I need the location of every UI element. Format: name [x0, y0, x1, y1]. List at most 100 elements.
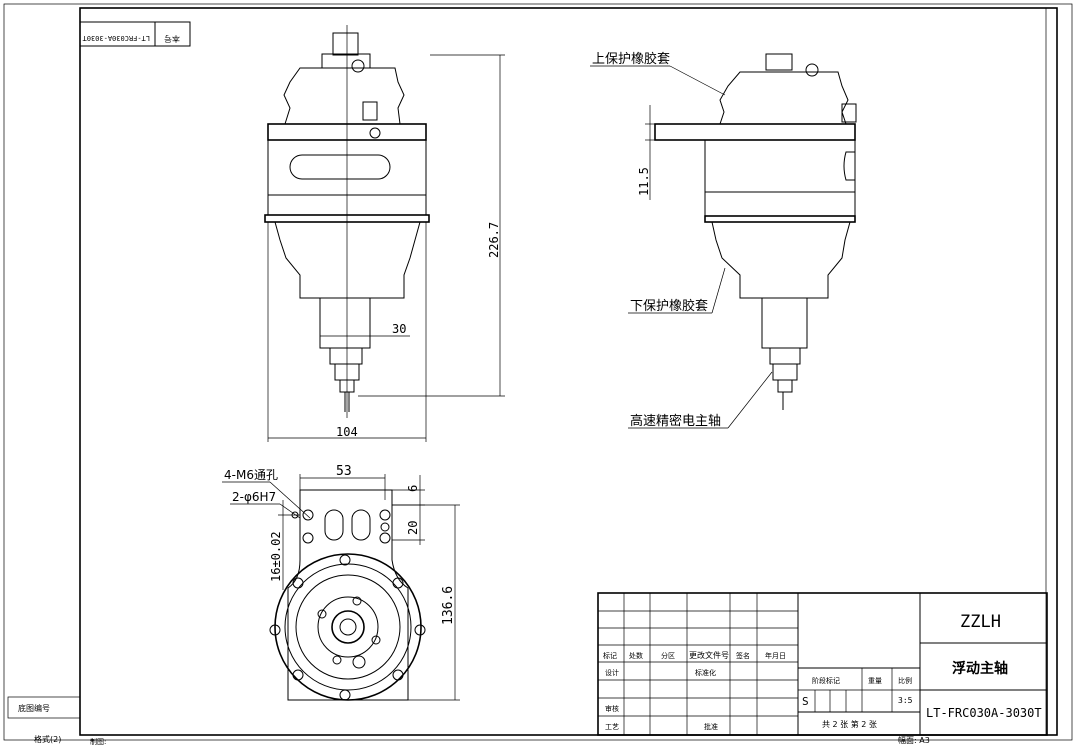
base-no-label: 底图编号 [18, 703, 50, 713]
front-top-cap [321, 53, 371, 69]
bottom-bolt-hole [379, 509, 391, 521]
tb-sheets: 共 2 张 第 2 张 [822, 719, 877, 729]
bottom-spindle-bore [339, 618, 357, 636]
bottom-inner-hole [317, 609, 327, 619]
front-spindle-shank [319, 297, 371, 349]
tb-header: 处数 [629, 651, 643, 660]
base-no-cell [7, 696, 81, 719]
bottom-flange-hole [292, 669, 304, 681]
bottom-bolt-hole [379, 532, 391, 544]
bottom-ring-3 [317, 596, 379, 658]
side-collet-nut [772, 363, 798, 381]
bottom-flange-hole [392, 669, 404, 681]
left-strip: 底图编号 [7, 696, 81, 719]
tb-scale: 3:5 [898, 696, 913, 705]
tb-row-standard: 标准化 [695, 668, 716, 677]
side-upper-boot [719, 71, 849, 125]
title-block: 标记 处数 分区 更改文件号 签名 年月日 设计 标准化 审核 工艺 批准 阶段… [597, 592, 1048, 736]
tb-header: 分区 [661, 651, 675, 660]
footer: 格式(2) 制图: 幅面: A3 [34, 734, 930, 746]
footer-size: 幅面: A3 [898, 735, 930, 745]
side-side-fitting [841, 103, 857, 123]
side-air-connector [805, 63, 819, 77]
front-view: 226.7 104 30 [264, 25, 505, 442]
bottom-bracket [287, 489, 409, 701]
front-upper-boot [283, 67, 405, 125]
side-body [704, 139, 856, 193]
front-side-fitting [362, 101, 378, 121]
tb-header: 签名 [736, 651, 750, 660]
lower-boot-leader [711, 267, 726, 314]
corner-stamp-tag: 本号 [164, 34, 180, 44]
bottom-flange-hole [292, 577, 304, 589]
tb-stage-mark: 阶段标记 [812, 676, 840, 685]
side-lower-ring [704, 191, 856, 217]
bottom-outer-circle [274, 553, 422, 701]
tb-row-approve: 批准 [704, 722, 718, 731]
bottom-view: 53 4-M6通孔 2-φ6H7 6 20 16±0.02 136.6 [222, 464, 460, 701]
front-dim-30: 30 [392, 322, 406, 336]
bottom-slot-right [351, 509, 371, 541]
bottom-bolt-hole [302, 509, 314, 521]
front-top-fitting [332, 32, 359, 56]
side-spindle-shank [761, 297, 808, 349]
lower-boot-label: 下保护橡胶套 [630, 298, 708, 314]
front-dim-104: 104 [336, 425, 358, 439]
front-collet [339, 379, 355, 393]
corner-stamp-code: LT-FRC030A-3030T [82, 34, 150, 42]
bottom-dim-16: 16±0.02 [269, 531, 283, 582]
side-lower-boot [711, 221, 851, 299]
tb-header: 更改文件号 [689, 650, 729, 660]
tb-row-process: 工艺 [605, 723, 619, 731]
tb-part-name: 浮动主轴 [952, 660, 1008, 677]
bottom-spindle-nut [331, 610, 365, 644]
bottom-bolt-hole [302, 532, 314, 544]
drawing-border [79, 7, 1058, 736]
bottom-air-port [352, 655, 366, 669]
footer-format: 格式(2) [34, 734, 61, 744]
side-bottom-flange [704, 215, 856, 223]
footer-drawn: 制图: [90, 737, 106, 746]
upper-boot-label: 上保护橡胶套 [592, 51, 670, 67]
bottom-dim-136: 136.6 [441, 586, 456, 625]
side-top-fitting [765, 53, 793, 71]
bottom-flange-hole [339, 554, 351, 566]
outer-frame [3, 3, 1073, 741]
bottom-flange-hole [269, 624, 281, 636]
corner-stamp-box [79, 21, 191, 47]
tb-header: 年月日 [765, 651, 786, 660]
holes-label: 4-M6通孔 [224, 468, 278, 482]
side-collet [777, 379, 793, 393]
tb-row-review: 审核 [605, 704, 619, 713]
bottom-ring-2 [295, 574, 401, 680]
side-spindle-nose [769, 347, 801, 365]
holes-leader [269, 481, 311, 519]
front-flange-screw [369, 127, 381, 139]
side-dim-115: 11.5 [637, 167, 651, 196]
tb-ratio: 比例 [898, 676, 912, 685]
tb-header: 标记 [603, 651, 617, 660]
tb-weight: 重量 [868, 677, 882, 685]
corner-stamp: LT-FRC030A-3030T 本号 [79, 21, 191, 47]
bottom-flange-hole [414, 624, 426, 636]
spindle-leader [727, 371, 773, 429]
tb-row-design: 设计 [605, 668, 619, 677]
side-slot [843, 151, 855, 181]
bottom-pin-hole [380, 522, 390, 532]
tb-company: ZZLH [960, 612, 1001, 632]
front-spindle-nose [329, 347, 363, 365]
bottom-inner-hole [371, 635, 381, 645]
tb-stage-value: S [802, 695, 809, 708]
front-slot [289, 154, 391, 180]
bottom-flange-hole [339, 689, 351, 701]
bottom-flange-hole [392, 577, 404, 589]
spindle-label: 高速精密电主轴 [630, 413, 721, 429]
bottom-inner-hole [332, 655, 342, 665]
bottom-dim-53: 53 [336, 464, 352, 479]
front-lower-boot [274, 221, 421, 299]
bottom-slot-left [324, 509, 344, 541]
side-view: 11.5 上保护橡胶套 下保护橡胶套 高速精密电主轴 [590, 51, 857, 429]
upper-boot-leader [669, 65, 726, 96]
front-dim-226: 226.7 [487, 222, 501, 258]
